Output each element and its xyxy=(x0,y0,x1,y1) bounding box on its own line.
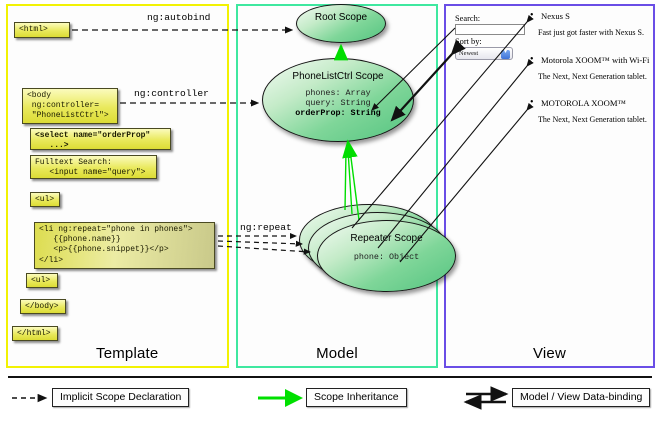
phone-name: Nexus S xyxy=(541,11,644,21)
legend-label-implicit-scope-declaration: Implicit Scope Declaration xyxy=(52,388,190,407)
wire-binding-phone-0 xyxy=(351,14,534,229)
wire-inheritance-repeat-2 xyxy=(347,149,353,215)
legend-label-scope-inheritance: Scope Inheritance xyxy=(306,388,407,407)
search-input[interactable] xyxy=(455,24,525,35)
phone-list-item: Nexus S Fast just got faster with Nexus … xyxy=(538,11,644,37)
panel-view-label: View xyxy=(532,345,567,362)
panel-model-label: Model xyxy=(316,345,358,362)
code-box-li-repeat: <li ng:repeat="phone in phones"> {{phone… xyxy=(34,222,215,269)
connector-label-ng-repeat: ng:repeat xyxy=(240,222,292,233)
wire-ng-repeat-2 xyxy=(217,240,303,247)
legend-arrows xyxy=(12,386,509,410)
legend: Implicit Scope Declaration Scope Inherit… xyxy=(0,374,660,421)
code-box-html-close: </html> xyxy=(12,326,58,341)
wire-binding-orderprop xyxy=(390,39,466,122)
wire-inheritance-repeat-head xyxy=(342,139,358,159)
root-scope: Root Scope xyxy=(296,4,386,43)
phonelistctrl-scope-title: PhoneListCtrl Scope xyxy=(292,71,384,82)
code-box-body-close: </body> xyxy=(20,299,66,314)
wire-inheritance-repeat-3 xyxy=(349,149,360,221)
scope-props-orderprop: orderProp: String xyxy=(295,107,381,118)
wire-inheritance-repeat-1 xyxy=(344,149,347,211)
legend-label-model-view-data-binding: Model / View Data-binding xyxy=(512,388,651,407)
connector-label-ng-controller: ng:controller xyxy=(134,88,209,99)
code-box-ul-close: <ul> xyxy=(26,273,58,288)
phonelistctrl-scope: PhoneListCtrl Scope phones: Array query:… xyxy=(262,58,414,142)
wire-binding-phone-2 xyxy=(399,102,534,263)
legend-divider xyxy=(8,376,652,378)
connector-label-ng-autobind: ng:autobind xyxy=(147,12,211,23)
phone-snippet: The Next, Next Generation tablet. xyxy=(538,115,647,124)
code-box-fulltext-search: Fulltext Search: <input name="query"> xyxy=(30,155,157,179)
code-box-html-open: <html> xyxy=(14,22,70,38)
repeater-scope-title: Repeater Scope xyxy=(350,233,423,244)
code-box-select: <select name="orderProp" ...> xyxy=(30,128,171,150)
root-scope-title: Root Scope xyxy=(314,12,368,23)
scope-props-plain: phones: Array query: String xyxy=(305,87,371,108)
chevron-updown-icon: ▾ xyxy=(501,49,510,59)
phone-name: Motorola XOOM™ with Wi-Fi xyxy=(541,55,649,65)
panel-template-label: Template xyxy=(96,345,159,362)
sort-by-selected-value: Newest xyxy=(459,50,479,57)
connector-wires xyxy=(72,14,534,263)
wire-ng-repeat-3 xyxy=(217,245,311,255)
wire-binding-phone-1 xyxy=(377,58,534,249)
phonelistctrl-scope-props: phones: Array query: String orderProp: S… xyxy=(263,88,413,118)
code-box-ul-open: <ul> xyxy=(30,192,60,207)
sort-by-select[interactable]: Newest ▾ xyxy=(455,47,513,60)
view-sort-label: Sort by: xyxy=(455,37,482,46)
phone-list-item: Motorola XOOM™ with Wi-Fi The Next, Next… xyxy=(538,55,649,81)
phone-snippet: The Next, Next Generation tablet. xyxy=(538,72,647,81)
repeater-scope: Repeater Scope phone: Object xyxy=(317,220,456,292)
phone-snippet: Fast just got faster with Nexus S. xyxy=(538,28,644,37)
phone-list-item: MOTOROLA XOOM™ The Next, Next Generation… xyxy=(538,98,647,124)
view-search-label: Search: xyxy=(455,14,481,23)
phone-name: MOTOROLA XOOM™ xyxy=(541,98,647,108)
code-box-body-open: <body ng:controller= "PhoneListCtrl"> xyxy=(22,88,118,124)
